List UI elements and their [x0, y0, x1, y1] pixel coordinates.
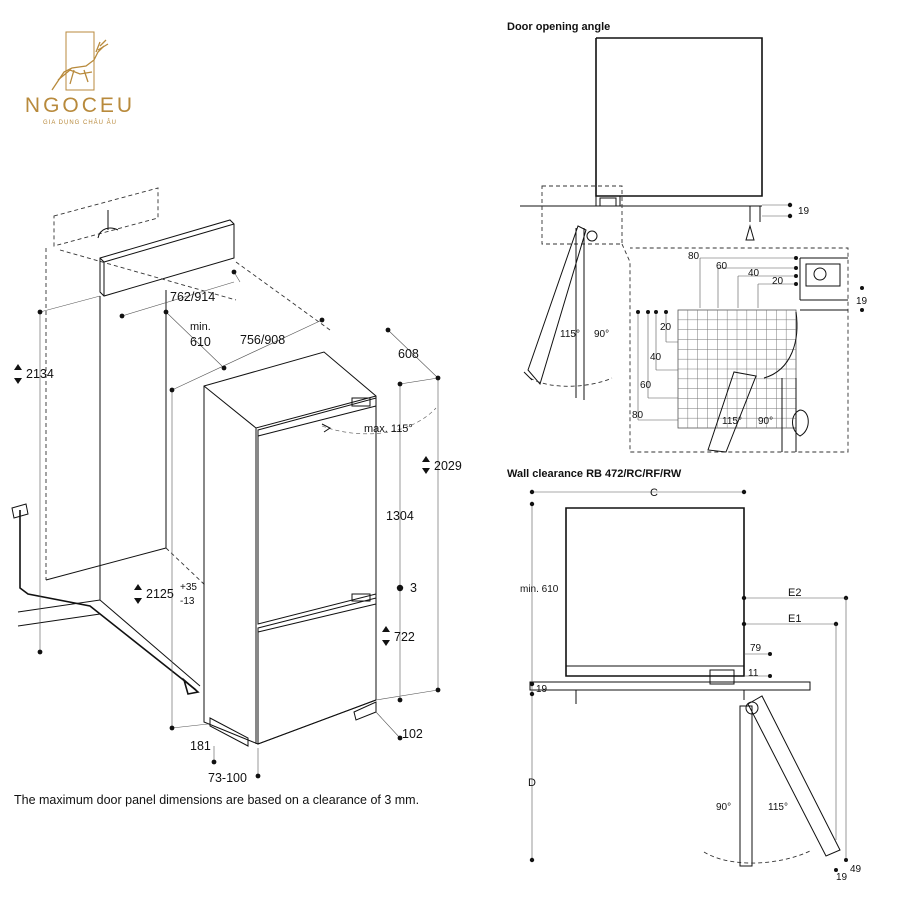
- grid-top-40: 40: [748, 268, 760, 279]
- dim-19-bottom: 19: [836, 872, 848, 883]
- footnote-text: The maximum door panel dimensions are ba…: [14, 793, 419, 807]
- detail-enlarged-box: [621, 243, 849, 453]
- dim-2125-plus-label: +35: [180, 582, 197, 593]
- dim-19-right: 19: [856, 296, 868, 307]
- installation-diagram: 2134 762/914 min. 610 756/908 608 max. 1…: [11, 187, 462, 807]
- dim-608-label: 608: [398, 347, 419, 361]
- hinge-detail-icon: [805, 263, 841, 287]
- appliance-body: [203, 351, 377, 745]
- angle-115-small: 115°: [560, 329, 580, 340]
- dim-min-label: min.: [190, 321, 211, 333]
- grid-left-20: 20: [660, 322, 672, 333]
- clearance-grid: [677, 309, 797, 429]
- dim-11-label: 11: [748, 668, 759, 679]
- dim-73-100-label: 73-100: [208, 771, 247, 785]
- dim-610-label: 610: [190, 335, 211, 349]
- door-swing-small: [527, 225, 587, 386]
- water-connection-hose: [19, 510, 197, 691]
- dim-2125-label: 2125: [146, 587, 174, 601]
- vertical-arrow-icons: [14, 364, 430, 646]
- grid-top-20: 20: [772, 276, 784, 287]
- detail-region-box: [541, 185, 623, 245]
- wall-clearance-diagram: Wall clearance RB 472/RC/RF/RW C min. 61…: [507, 468, 862, 883]
- vent-grille-icon: [97, 210, 119, 239]
- dim-19-left: 19: [536, 684, 548, 695]
- dim-d-label: D: [528, 777, 536, 789]
- door-opening-diagram: Door opening angle 19 115° 90°: [507, 21, 868, 453]
- brand-logo: NGOCEU GIA DỤNG CHÂU ÂU: [25, 31, 135, 126]
- dim-1304-label: 1304: [386, 509, 414, 523]
- door-hinge-icon: [599, 197, 617, 207]
- dim-722-label: 722: [394, 630, 415, 644]
- brand-name: NGOCEU: [25, 94, 135, 117]
- angle-90-small: 90°: [594, 329, 609, 340]
- top-cabinet-panel: [99, 219, 235, 297]
- top-cabinet-edge: [99, 223, 235, 263]
- hinge-middle-icon: [351, 593, 371, 602]
- door-115-position: [747, 695, 841, 857]
- angle-115-large: 115°: [722, 416, 742, 427]
- max-angle-label: max. 115°: [364, 423, 413, 435]
- base-plinth: [209, 717, 249, 747]
- floor-outline: [17, 599, 201, 687]
- grid-left-40: 40: [650, 352, 662, 363]
- hinge-top-icon: [351, 397, 371, 407]
- dim-2029-label: 2029: [434, 459, 462, 473]
- grid-top-60: 60: [716, 261, 728, 272]
- deer-logo-icon: [51, 31, 109, 91]
- angle-90-wall: 90°: [716, 802, 731, 813]
- dim-102-label: 102: [402, 727, 423, 741]
- brand-tagline: GIA DỤNG CHÂU ÂU: [43, 119, 117, 126]
- hose-arrow-icon: [182, 677, 200, 695]
- angle-90-large: 90°: [758, 416, 773, 427]
- dim-756-908-label: 756/908: [240, 333, 285, 347]
- dim-c-label: C: [650, 487, 658, 499]
- ceiling-vent-outline: [53, 187, 159, 247]
- grid-top-80: 80: [688, 251, 700, 262]
- wall-hinge-icon: [709, 669, 735, 685]
- door-opening-title: Door opening angle: [507, 21, 610, 33]
- dim-49-label: 49: [850, 864, 862, 875]
- dim-762-914-label: 762/914: [170, 290, 215, 304]
- wall-clearance-title: Wall clearance RB 472/RC/RF/RW: [507, 468, 682, 480]
- dim-19-top: 19: [798, 206, 810, 217]
- water-tap-icon: [11, 503, 29, 519]
- dimension-dots: [37, 269, 441, 779]
- grid-left-60: 60: [640, 380, 652, 391]
- fridge-door-upper: [257, 397, 377, 625]
- wall-cabinet-outline: [565, 507, 745, 677]
- dim-min610-label: min. 610: [520, 584, 559, 595]
- dim-e1-label: E1: [788, 613, 801, 625]
- dim-79-label: 79: [750, 643, 762, 654]
- door-90-position: [739, 705, 753, 867]
- dim-181-label: 181: [190, 739, 211, 753]
- detail-arrow-icon: [745, 224, 755, 241]
- grid-left-80: 80: [632, 410, 644, 421]
- door-swing-large: [707, 371, 757, 453]
- door-cabinet-outline: [595, 37, 763, 197]
- dim-2134-label: 2134: [26, 367, 54, 381]
- dim-3-label: 3: [410, 581, 417, 595]
- dim-2125-minus-label: -13: [180, 596, 195, 607]
- niche-floor-back: [45, 547, 167, 581]
- dimension-lines: [39, 271, 439, 776]
- dim-e2-label: E2: [788, 587, 801, 599]
- angle-115-wall: 115°: [768, 802, 788, 813]
